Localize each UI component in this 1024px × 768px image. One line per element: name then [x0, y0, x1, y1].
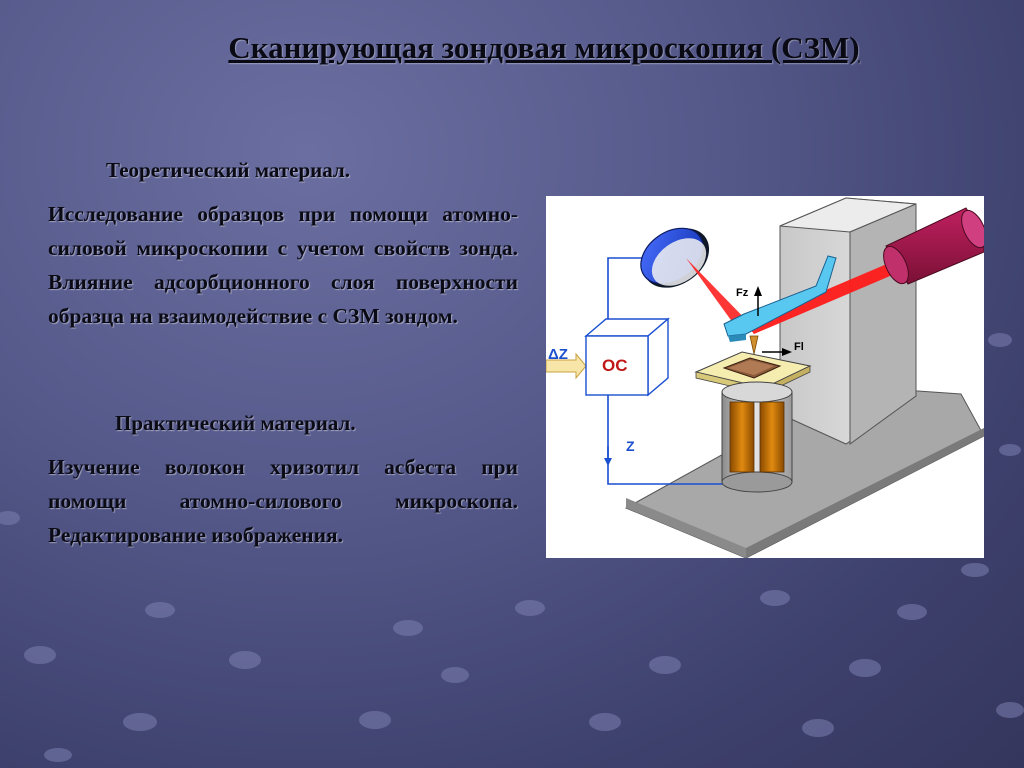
laser [883, 207, 984, 285]
oc-box [584, 317, 670, 397]
slide-title: Сканирующая зондовая микроскопия (СЗМ) [228, 30, 860, 65]
theory-heading: Теоретический материал. [106, 158, 350, 182]
laser-beam [686, 258, 904, 334]
cantilever [723, 255, 837, 355]
piezo-scanner [721, 381, 793, 493]
fz-label: Fz [736, 287, 749, 299]
base-plate [624, 385, 984, 558]
input-arrow-icon [546, 352, 587, 380]
oc-label: OC [602, 356, 628, 375]
dz-label: ΔZ [548, 346, 568, 363]
arrow-icon [604, 458, 612, 466]
z-label: Z [626, 438, 635, 454]
afm-diagram: ΔZ OC Z [546, 196, 984, 558]
practice-text: Изучение волокон хризотил асбеста при по… [48, 455, 518, 547]
theory-text: Исследование образцов при помощи атомно-… [48, 202, 518, 328]
fl-label: Fl [794, 341, 804, 353]
photodetector [640, 227, 710, 288]
practice-heading: Практический материал. [115, 411, 356, 435]
afm-diagram-svg: ΔZ OC Z [546, 197, 984, 558]
tower [779, 197, 917, 445]
